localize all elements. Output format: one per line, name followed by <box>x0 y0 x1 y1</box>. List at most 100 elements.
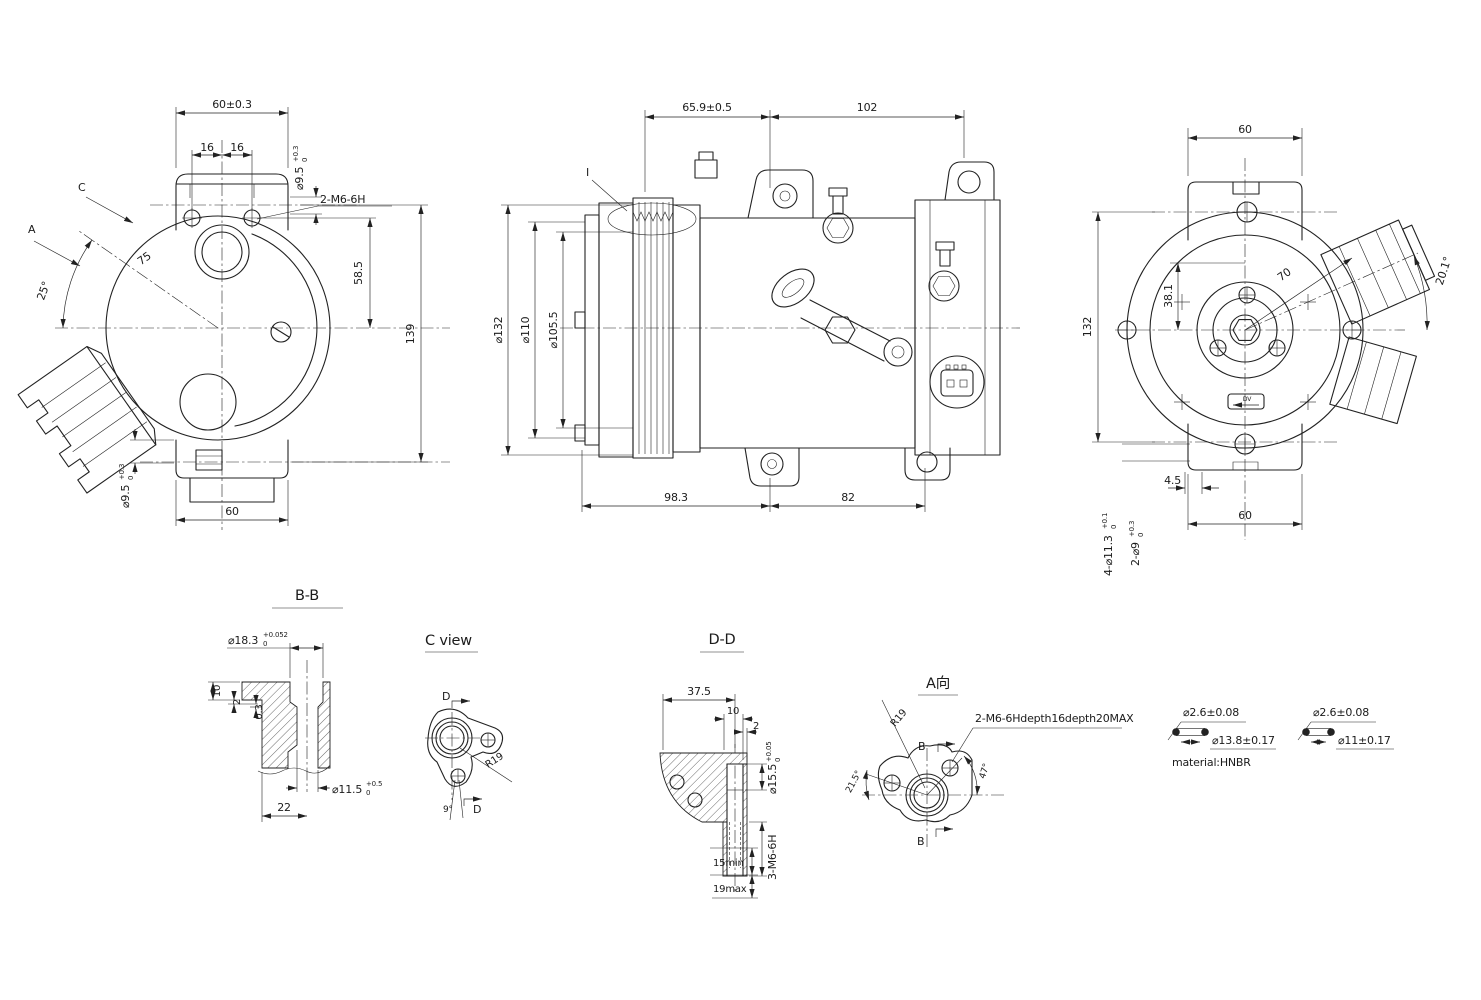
section-dd: D-D 37.5 10 2 ⌀15.5 +0.05 0 3-M6-6H 15mi… <box>659 632 782 899</box>
dim-slot-top: ⌀9.5 +0.3 0 <box>292 146 309 190</box>
dim-38-1: 38.1 <box>1162 284 1175 308</box>
dim-9deg: 9° <box>443 805 453 815</box>
lever-arm <box>771 268 913 367</box>
section-b-top-label: B <box>918 740 925 753</box>
clutch-tab-bottom <box>574 424 586 442</box>
oring2-cs-dim: ⌀2.6±0.08 <box>1313 706 1369 719</box>
rear-top-bolt <box>1232 181 1260 195</box>
dim-82: 82 <box>841 491 855 504</box>
dim-bore-15-5: ⌀15.5 +0.05 0 <box>765 742 782 794</box>
dim-139: 139 <box>404 324 417 345</box>
section-d-bottom-arrow <box>463 796 482 806</box>
dim-60-bottom: 60 <box>1238 509 1252 522</box>
bottom-lug-front <box>744 447 800 487</box>
section-b-top-arrow <box>937 741 955 752</box>
svg-text:0: 0 <box>366 789 370 797</box>
dim-16-right: 16 <box>230 141 244 154</box>
svg-text:+0.1: +0.1 <box>1101 513 1109 529</box>
oring-detail-large: ⌀2.6±0.08 ⌀13.8±0.17 material:HNBR <box>1167 706 1276 769</box>
thread-callout: 2-M6-6H <box>320 193 365 206</box>
bottom-lug-front-hole <box>760 452 784 476</box>
oring1-cs-dim: ⌀2.6±0.08 <box>1183 706 1239 719</box>
dim-102: 102 <box>857 101 877 114</box>
oring1-id-dim: ⌀13.8±0.17 <box>1212 734 1275 747</box>
dim-47: 47° <box>978 763 992 781</box>
hole-bottom <box>450 768 466 784</box>
front-view: C A 60±0.3 16 16 ⌀9.5 +0.3 0 2-M6-6H 58.… <box>17 98 450 530</box>
shaft <box>1229 314 1261 346</box>
bottom-lug-front-hole-inner <box>767 459 777 469</box>
svg-text:4-⌀11.3: 4-⌀11.3 <box>1102 535 1115 576</box>
r19-leader <box>881 699 926 789</box>
clutch-disc <box>584 214 600 446</box>
view-a-title: A向 <box>926 675 950 692</box>
suction-port-inner <box>201 231 243 273</box>
svg-text:0: 0 <box>1137 533 1145 537</box>
view-c-title: C view <box>425 633 472 649</box>
dim-d105-5: ⌀105.5 <box>547 311 560 348</box>
lower-boss <box>179 373 237 431</box>
dim-arc-47 <box>963 755 981 796</box>
svg-text:+0.3: +0.3 <box>118 464 126 480</box>
dim-slot-bottom: ⌀9.5 +0.3 0 <box>118 464 135 508</box>
svg-text:⌀15.5: ⌀15.5 <box>766 764 779 794</box>
dim-d110: ⌀110 <box>519 316 532 343</box>
hole-right <box>480 732 496 748</box>
svg-text:⌀18.3: ⌀18.3 <box>228 634 258 647</box>
view-a: A向 R19 2-M6-6Hdepth16depth20MAX B B 21.5… <box>844 675 1134 848</box>
bottom-mount-bracket <box>175 439 289 479</box>
svg-text:0: 0 <box>263 640 267 648</box>
ribbed-port-block <box>17 345 157 494</box>
section-d-bottom-label: D <box>473 803 481 816</box>
rear-bottom-notch <box>1232 461 1259 470</box>
right-wall <box>742 763 748 877</box>
callout-4-d11-3: 4-⌀11.3 +0.1 0 <box>1101 513 1118 576</box>
port-bracket-upper <box>1320 219 1436 325</box>
dim-4-5: 4.5 <box>1164 474 1181 487</box>
svg-text:0: 0 <box>774 758 782 762</box>
dim-bore-11-5: ⌀11.5 +0.5 0 <box>286 750 382 797</box>
dim-58-5: 58.5 <box>352 261 365 285</box>
view-arrow-c <box>85 196 134 224</box>
section-dd-title: D-D <box>709 632 736 648</box>
section-b-bottom-label: B <box>917 835 924 848</box>
svg-text:0: 0 <box>301 158 309 162</box>
top-bolt-cap <box>698 151 714 161</box>
main-body <box>699 217 916 449</box>
dim-19max: 19max <box>713 884 747 895</box>
centerline-port-axis <box>78 230 219 329</box>
section-right-wall <box>317 681 331 769</box>
dim-d132: ⌀132 <box>492 317 505 344</box>
svg-text:+0.3: +0.3 <box>1128 521 1136 537</box>
suction-port <box>194 224 250 280</box>
callout-2-d9: 2-⌀9 +0.3 0 <box>1128 521 1145 566</box>
top-lug-hole-inner <box>779 190 791 202</box>
svg-text:2-⌀9: 2-⌀9 <box>1129 542 1142 566</box>
section-b-bottom-arrow <box>935 826 953 837</box>
flange-holes <box>1117 294 1362 410</box>
detail-i-label: I <box>586 166 589 179</box>
cross-hole-2 <box>687 792 703 808</box>
clutch-hub <box>598 202 634 458</box>
dim-10: 10 <box>212 685 223 697</box>
mount-hole-left <box>182 208 202 228</box>
top-lug <box>747 169 814 219</box>
view-arrow-a <box>33 240 81 267</box>
housing-inner-arc <box>234 233 318 427</box>
dim-arc-20-1 <box>1413 255 1430 331</box>
callout-3-m6: 3-M6-6H <box>766 835 779 880</box>
oring1-cross-section-left <box>1172 728 1180 736</box>
dim-arc-25 <box>60 239 93 329</box>
dim-21-5: 21.5° <box>844 769 864 794</box>
oring-detail-small: ⌀2.6±0.08 ⌀11±0.17 <box>1297 706 1394 750</box>
shaft-hex <box>1232 319 1258 341</box>
dim-0-3: 0.3 <box>254 704 265 719</box>
suction-port-boss <box>928 241 960 302</box>
view-arrow-a-label: A <box>28 223 36 236</box>
hub-bolt-holes <box>1209 286 1286 357</box>
bottom-foot <box>189 477 275 503</box>
oring2-cross-section-left <box>1302 728 1310 736</box>
oring1-material: material:HNBR <box>1172 756 1251 769</box>
